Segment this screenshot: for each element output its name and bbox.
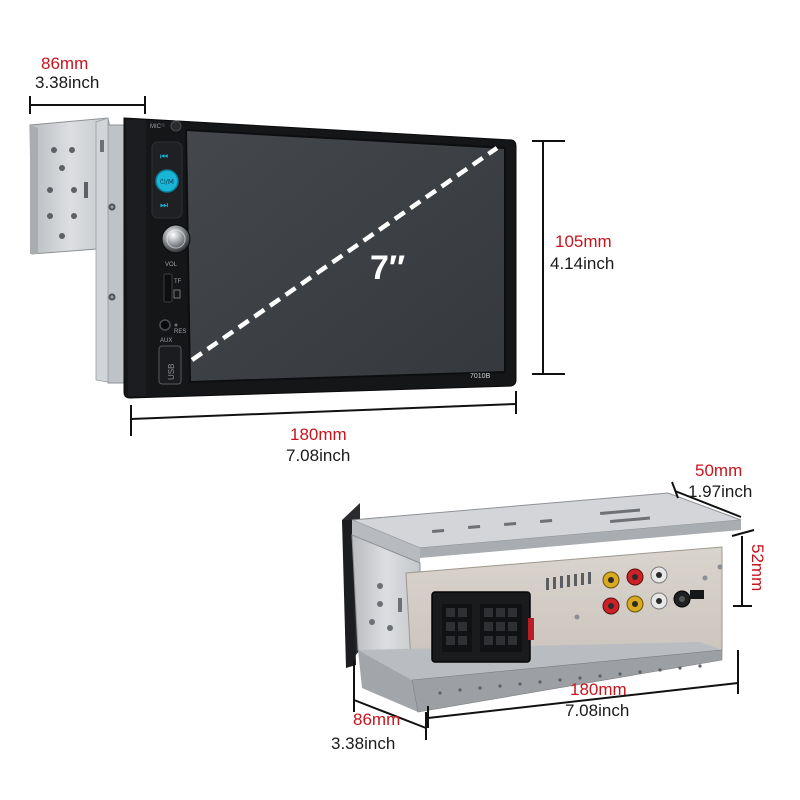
reset-dial-icon	[170, 120, 182, 132]
front-depth-dimension: 86mm 3.38inch	[29, 54, 146, 114]
rear-top-depth-inch: 1.97inch	[688, 482, 752, 501]
rear-height-dimension: 52mm	[731, 529, 767, 607]
front-view: 7″ 7010B MIC ⏮ ⏻/M ⏭ VOL TF AUX RES USB	[29, 54, 614, 465]
bottom-vent-holes	[438, 664, 702, 695]
aux-label: AUX	[160, 338, 172, 344]
volume-knob[interactable]	[161, 224, 191, 254]
touch-screen	[184, 128, 506, 384]
rear-width-dimension: 180mm 7.08inch	[427, 650, 739, 728]
res-label: RES	[174, 329, 186, 335]
rear-depth-dimension: 86mm 3.38inch	[331, 660, 427, 753]
reset-button[interactable]	[174, 323, 178, 327]
front-width-mm: 180mm	[290, 425, 347, 444]
rear-width-inch: 7.08inch	[565, 701, 629, 720]
rear-width-mm: 180mm	[570, 680, 627, 699]
front-height-inch: 4.14inch	[550, 254, 614, 273]
next-track-icon[interactable]: ⏭	[160, 201, 168, 211]
antenna-port	[690, 590, 704, 599]
screen-diagonal-line	[190, 146, 499, 362]
vol-label: VOL	[165, 262, 178, 268]
front-depth-mm: 86mm	[41, 54, 88, 73]
tf-label: TF	[174, 279, 182, 285]
rca-jack-cluster	[602, 566, 691, 615]
front-height-dimension: 105mm 4.14inch	[532, 140, 614, 375]
aux-jack[interactable]	[159, 319, 171, 331]
rear-depth-inch: 3.38inch	[331, 734, 395, 753]
top-vent-slots	[432, 508, 651, 533]
rear-view: 50mm 1.97inch 52mm 180mm 7.08inch 86mm 3…	[331, 461, 767, 753]
rear-top-depth-mm: 50mm	[695, 461, 742, 480]
iso-wiring-connector	[431, 591, 534, 663]
usb-port[interactable]	[158, 345, 182, 385]
power-mode-button[interactable]	[155, 169, 179, 193]
prev-track-icon[interactable]: ⏮	[160, 152, 168, 162]
sd-card-icon	[173, 289, 181, 299]
front-depth-inch: 3.38inch	[35, 73, 99, 92]
mic-label: MIC	[150, 124, 162, 130]
usb-label: USB	[167, 364, 176, 380]
rear-depth-mm: 86mm	[353, 710, 400, 729]
rear-height-mm: 52mm	[748, 544, 767, 591]
model-number-label: 7010B	[470, 373, 491, 380]
front-control-panel: MIC ⏮ ⏻/M ⏭ VOL TF AUX RES USB	[150, 120, 191, 385]
tf-card-slot[interactable]	[163, 273, 173, 303]
terminal-strip	[546, 572, 591, 590]
front-height-mm: 105mm	[555, 232, 612, 251]
side-mounting-cage	[29, 117, 127, 384]
power-icon: ⏻/M	[160, 178, 174, 186]
rear-top-depth-dimension: 50mm 1.97inch	[671, 461, 752, 518]
front-width-inch: 7.08inch	[286, 446, 350, 465]
mic-hole	[161, 123, 165, 127]
screen-diagonal-label: 7″	[370, 249, 405, 287]
front-width-dimension: 180mm 7.08inch	[130, 391, 517, 465]
